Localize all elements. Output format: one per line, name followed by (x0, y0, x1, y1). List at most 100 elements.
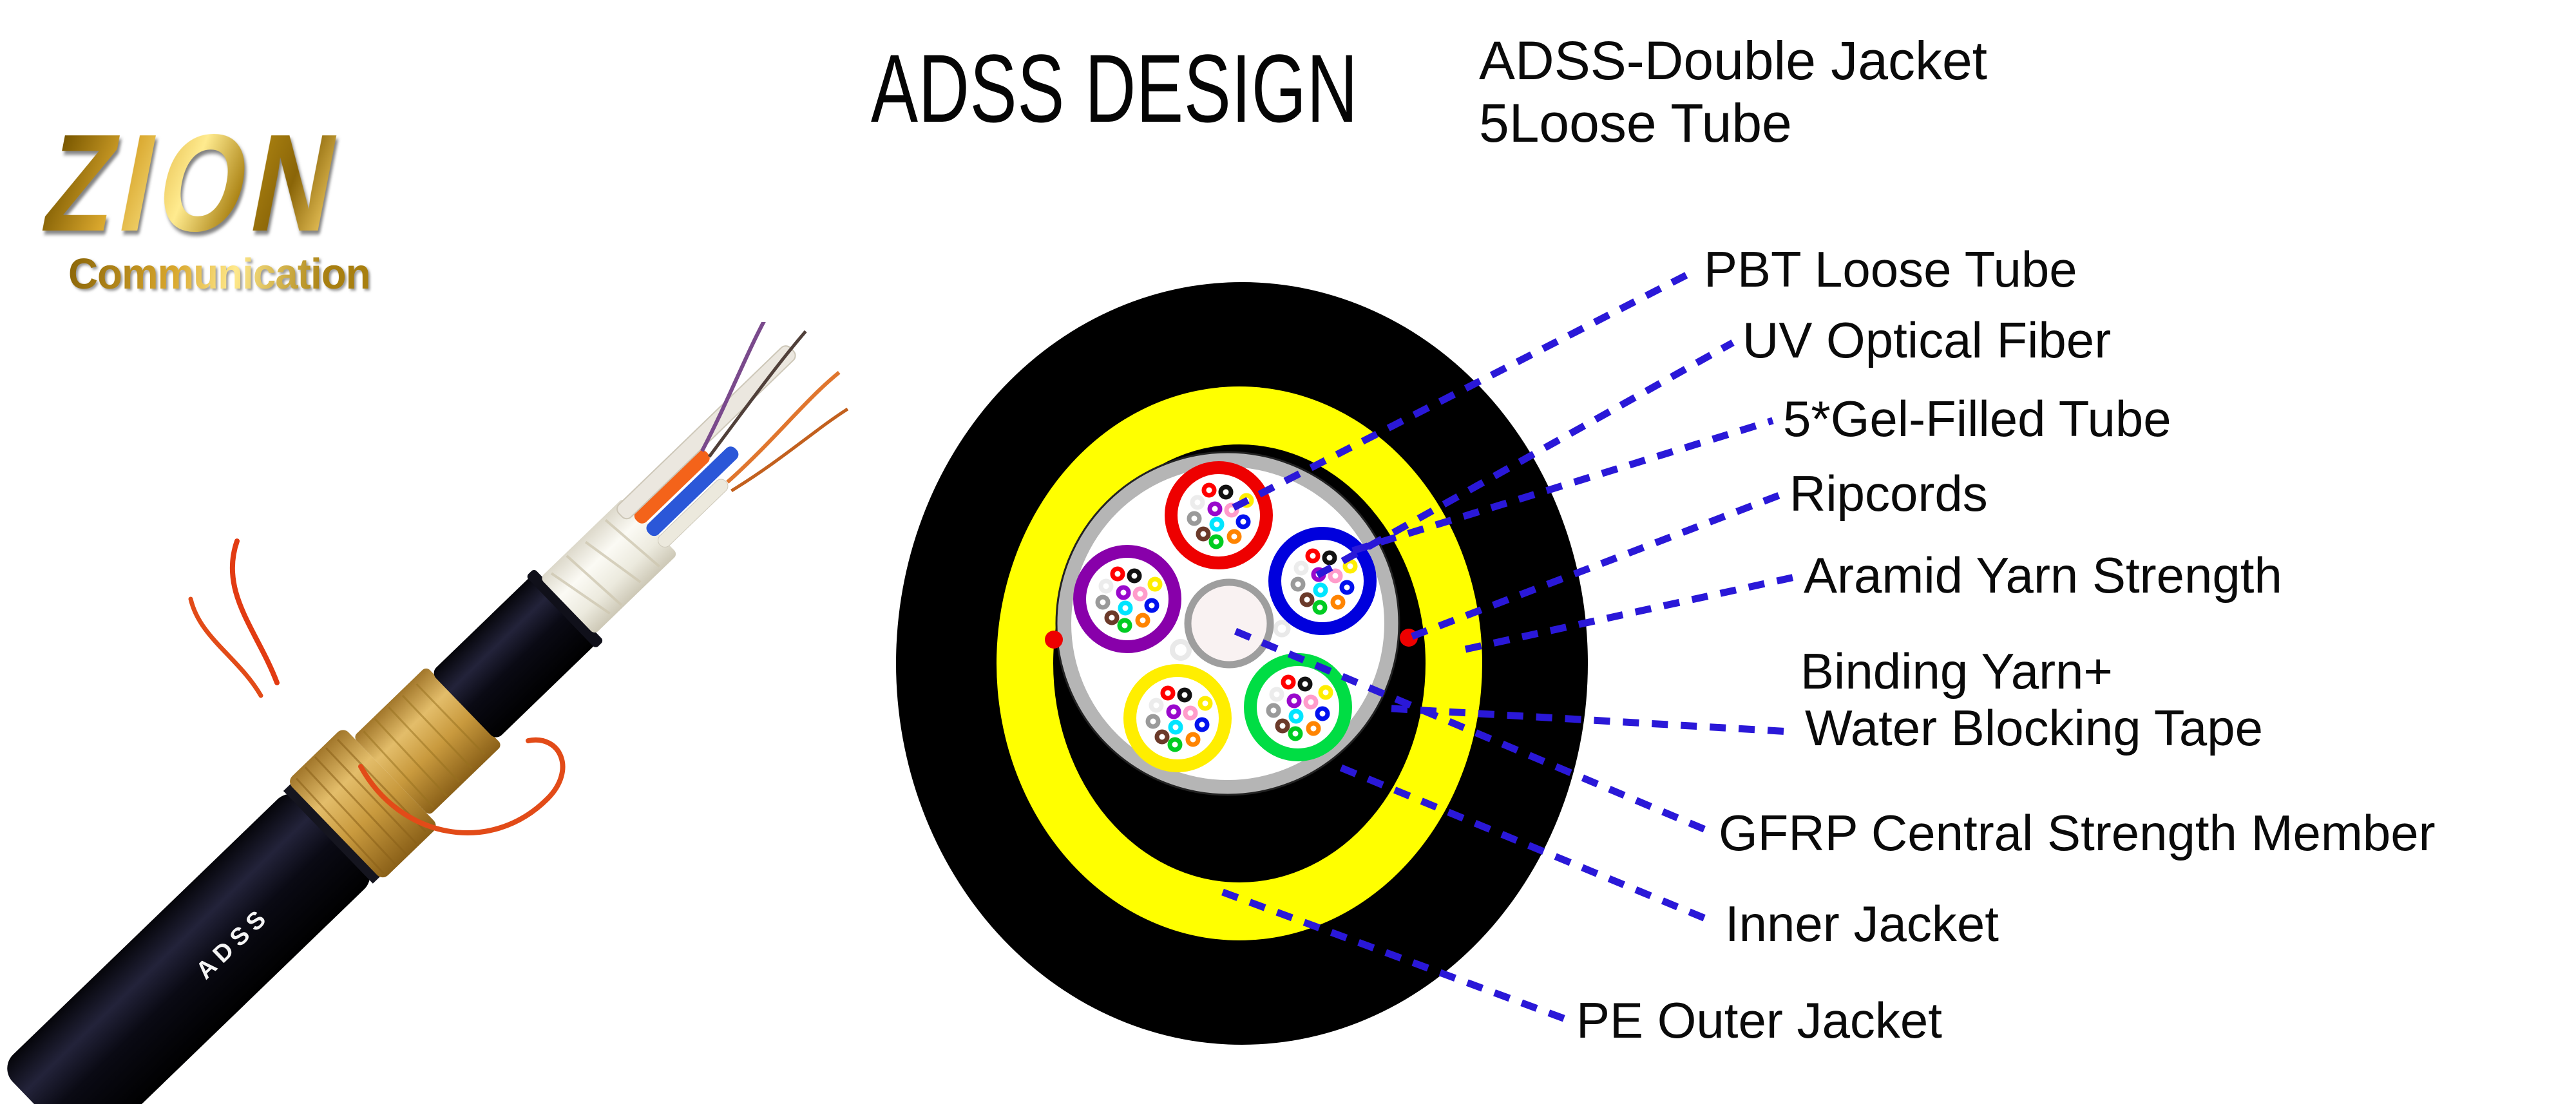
optical-fiber (1281, 674, 1296, 690)
optical-fiber (1201, 482, 1217, 498)
cable-outer-jacket (7, 794, 370, 1104)
logo-tagline-text: Communication (68, 250, 371, 298)
page-subtitle: ADSS-Double Jacket 5Loose Tube (1479, 30, 1987, 155)
optical-fiber (1339, 580, 1355, 595)
optical-fiber (1330, 595, 1346, 610)
optical-fiber (1275, 718, 1290, 734)
ripcord-wire (229, 538, 280, 685)
optical-fiber (1098, 578, 1114, 594)
optical-fiber (1306, 721, 1321, 736)
ripcord-wire (358, 737, 566, 835)
optical-fiber (1135, 613, 1150, 628)
diagram-label: PBT Loose Tube (1704, 241, 2077, 298)
diagram-label: 5*Gel-Filled Tube (1783, 390, 2171, 447)
tube-purple (1073, 545, 1181, 653)
diagram-label: Binding Yarn+ (1800, 643, 2113, 700)
cable-photo: ADSS (7, 322, 849, 1104)
jacket-cut-edge (283, 783, 381, 884)
water-blocking-tape-wrap (542, 499, 676, 633)
ripcord-dot (1045, 631, 1063, 649)
optical-fiber (1208, 534, 1224, 549)
tube-red (1165, 461, 1273, 569)
ripcord-wire (188, 596, 263, 698)
leader-line (1221, 888, 1567, 1023)
tape-crinkles (550, 519, 661, 615)
subtitle-line-1: ADSS-Double Jacket (1479, 30, 1988, 91)
optical-fiber (1144, 598, 1159, 613)
optical-fiber (1269, 687, 1284, 702)
loose-tube-white (658, 479, 729, 547)
optical-fiber (1145, 714, 1161, 729)
optical-fiber (1266, 703, 1281, 718)
optical-fiber (1147, 576, 1163, 592)
optical-fiber (1110, 566, 1125, 582)
optical-fiber (1342, 558, 1358, 574)
optical-fiber (1118, 600, 1133, 616)
optical-fiber (1288, 709, 1304, 724)
optical-fiber (1315, 706, 1330, 721)
optical-fiber (1095, 595, 1111, 610)
optical-fiber (1183, 705, 1198, 721)
optical-fiber (1154, 729, 1170, 745)
optical-fiber (1185, 732, 1201, 747)
optical-fiber (1168, 719, 1183, 735)
diagram-label: PE Outer Jacket (1576, 992, 1942, 1049)
optical-fiber (1160, 685, 1176, 701)
diagram-label: Aramid Yarn Strength (1804, 547, 2282, 604)
page-title: ADSS DESIGN (871, 34, 1359, 142)
optical-fiber (1149, 698, 1164, 713)
optical-fiber (1312, 600, 1328, 615)
binder-yarn-dot (1273, 620, 1291, 638)
optical-fiber (1116, 585, 1131, 600)
optical-fiber (1166, 704, 1181, 719)
leader-line (1339, 764, 1717, 926)
binder-yarn-dot (1170, 639, 1192, 661)
optical-fiber (1194, 717, 1210, 732)
aramid-yarn-wrap (355, 668, 501, 814)
leader-line (1315, 339, 1735, 578)
optical-fiber (1226, 529, 1242, 544)
optical-fiber (1224, 502, 1239, 518)
optical-fiber (1303, 694, 1319, 710)
fiber-strand-purple (700, 322, 772, 452)
optical-fiber (1197, 696, 1213, 711)
yarn-strands (295, 739, 426, 874)
gfrp-central-member (1184, 578, 1274, 669)
optical-fiber (1299, 592, 1315, 607)
optical-fiber (1322, 550, 1337, 566)
loose-tube-blue (646, 446, 739, 537)
optical-fiber (1132, 586, 1148, 602)
tube-green (1244, 653, 1352, 761)
diagram-label: UV Optical Fiber (1742, 312, 2111, 368)
optical-fiber (1167, 737, 1183, 752)
optical-fiber (1196, 526, 1211, 542)
optical-fiber (1117, 618, 1132, 633)
optical-fiber (1177, 687, 1192, 703)
optical-fiber (1288, 726, 1303, 741)
optical-fiber (1286, 693, 1302, 709)
diagram-label: Inner Jacket (1725, 895, 1999, 952)
optical-fiber (1305, 548, 1321, 564)
diagram-label: Ripcords (1789, 465, 1988, 522)
diagram-label: GFRP Central Strength Member (1719, 804, 2436, 861)
optical-fiber (1209, 517, 1225, 532)
fiber-strand-orange (730, 407, 849, 493)
cable-body: ADSS (7, 322, 849, 1104)
optical-fiber (1313, 582, 1328, 598)
fiber-strand-orange (726, 370, 841, 484)
generated-diagram-content: PBT Loose Tube UV Optical Fiber 5*Gel-Fill… (1045, 241, 2436, 1049)
optical-fiber (1293, 560, 1309, 576)
cable-inner-jacket (434, 575, 597, 738)
leader-line (1351, 417, 1774, 555)
optical-fiber (1290, 576, 1306, 592)
optical-fiber (1104, 610, 1120, 625)
inner-jacket-cut-edge (527, 570, 603, 647)
leader-line (1411, 491, 1780, 640)
optical-fiber (1318, 685, 1333, 700)
optical-fiber (1328, 568, 1343, 584)
diagram-label: Water Blocking Tape (1805, 700, 2263, 756)
tube-yellow (1123, 664, 1232, 772)
optical-fiber (1218, 484, 1234, 500)
leader-line (1391, 705, 1791, 736)
